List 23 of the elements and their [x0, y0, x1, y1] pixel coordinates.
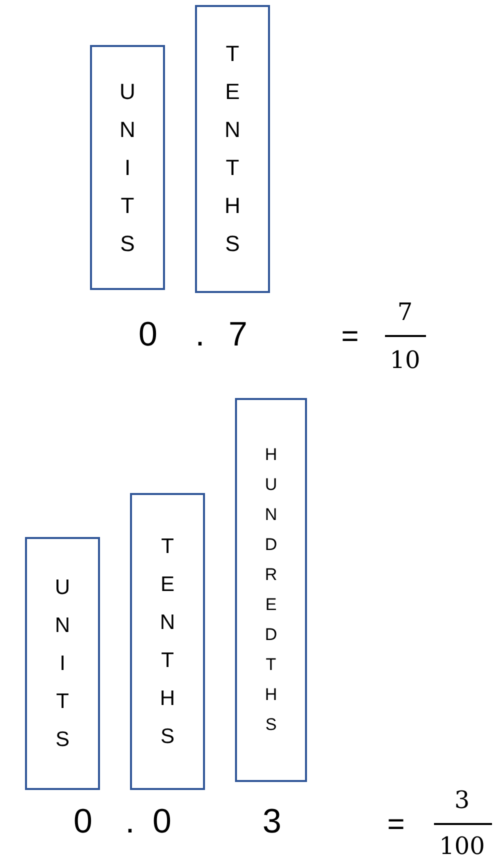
column-heading: TENTHS	[224, 40, 241, 258]
digit: 3	[262, 802, 282, 842]
digit: 0	[152, 802, 172, 842]
digit: 0	[138, 316, 158, 354]
place-value-box	[195, 5, 270, 293]
denominator: 10	[390, 346, 420, 374]
digit: 7	[228, 316, 248, 354]
column-heading: UNITS	[119, 78, 136, 258]
numerator: 3	[454, 786, 470, 814]
place-value-box	[130, 493, 205, 790]
decimal-point: .	[125, 802, 135, 842]
place-value-box	[25, 537, 100, 790]
column-heading: UNITS	[54, 574, 70, 752]
digit: 0	[74, 802, 92, 842]
numerator: 7	[397, 298, 413, 326]
decimal-point: .	[195, 316, 205, 354]
column-heading: TENTHS	[160, 534, 176, 750]
equals-sign: =	[341, 320, 359, 354]
equals-sign: =	[387, 808, 405, 842]
denominator: 100	[439, 832, 485, 859]
column-heading: HUNDREDTHS	[264, 444, 278, 736]
place-value-box	[235, 398, 307, 782]
place-value-box	[90, 45, 165, 290]
